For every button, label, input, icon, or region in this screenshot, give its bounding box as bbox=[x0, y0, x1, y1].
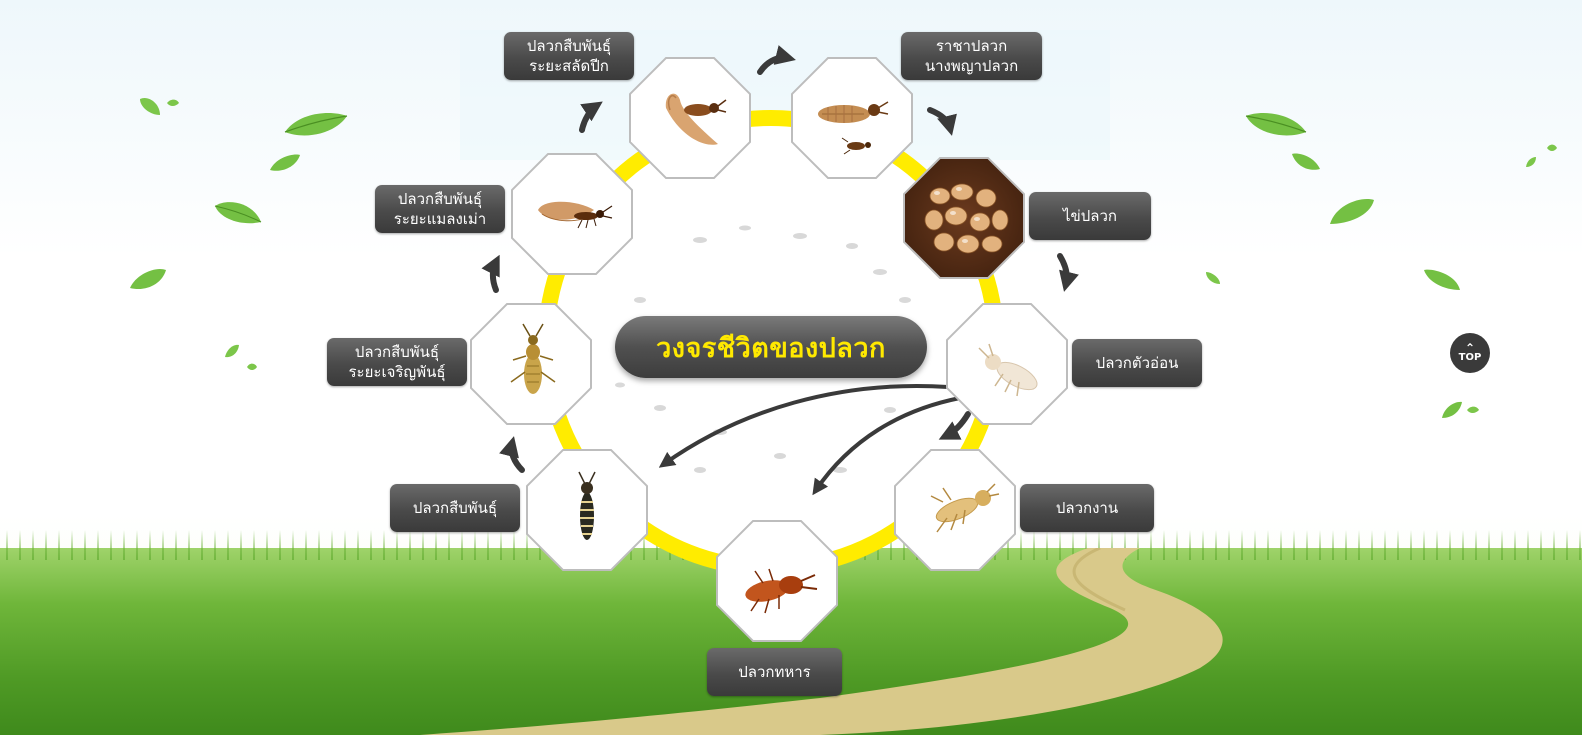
leaf-icon bbox=[270, 154, 300, 171]
stage-node-king-queen bbox=[791, 57, 913, 179]
leaf-icon bbox=[1206, 272, 1220, 284]
termite-queen-icon bbox=[818, 101, 889, 155]
label-line: ปลวกงาน bbox=[1055, 499, 1119, 517]
leaf-icon bbox=[1292, 153, 1320, 170]
arrow-icon bbox=[658, 384, 950, 468]
leaf-icon bbox=[1526, 157, 1536, 167]
leaf-icon bbox=[284, 113, 348, 136]
termite-dealate-icon bbox=[665, 93, 727, 145]
arrow-icon bbox=[1057, 253, 1079, 292]
stage-node-nymph bbox=[946, 303, 1068, 425]
stage-node-eggs bbox=[903, 157, 1025, 279]
termite-reproductive-icon bbox=[578, 471, 596, 540]
arrow-icon bbox=[812, 396, 962, 496]
stage-node-alate-dealate bbox=[629, 57, 751, 179]
top-button-label: TOP bbox=[1458, 351, 1482, 363]
termite-mature-icon bbox=[510, 323, 556, 394]
leaf-icon bbox=[214, 202, 262, 224]
stage-node-mature-reproductive bbox=[470, 303, 592, 425]
stage-label-soldier: ปลวกทหาร bbox=[707, 648, 842, 696]
label-line: ปลวกสืบพันธุ์ bbox=[397, 190, 483, 208]
stage-label-mature-reproductive: ปลวกสืบพันธุ์ ระยะเจริญพันธุ์ bbox=[327, 338, 467, 386]
leaf-icon bbox=[1547, 144, 1557, 151]
leaf-icon bbox=[140, 97, 160, 115]
back-to-top-button[interactable]: ⌃ TOP bbox=[1450, 333, 1490, 373]
termite-nymph-icon bbox=[978, 343, 1038, 397]
diagram-title: วงจรชีวิตของปลวก bbox=[615, 316, 927, 378]
label-line: ปลวกสืบพันธุ์ bbox=[412, 499, 498, 517]
stage-node-winged-alate bbox=[511, 153, 633, 275]
label-line: ปลวกสืบพันธุ์ bbox=[354, 343, 440, 361]
stage-label-reproductive: ปลวกสืบพันธุ์ bbox=[390, 484, 520, 532]
stage-label-nymph: ปลวกตัวอ่อน bbox=[1072, 339, 1202, 387]
termite-soldier-icon bbox=[745, 568, 818, 614]
arrow-icon bbox=[579, 101, 603, 133]
arrow-icon bbox=[938, 411, 971, 440]
stage-label-king-queen: ราชาปลวก นางพญาปลวก bbox=[901, 32, 1042, 80]
stage-label-eggs: ไข่ปลวก bbox=[1029, 192, 1151, 240]
leaf-icon bbox=[225, 344, 239, 358]
termite-worker-icon bbox=[930, 483, 1000, 533]
leaf-icon bbox=[1442, 401, 1462, 418]
termite-eggs-icon bbox=[924, 183, 1009, 254]
leaf-icon bbox=[1245, 113, 1307, 136]
chevron-up-icon: ⌃ bbox=[1464, 340, 1476, 355]
dirt-path bbox=[420, 548, 1223, 735]
label-line: ระยะแมลงเม่า bbox=[393, 210, 487, 228]
label-line: ระยะเจริญพันธุ์ bbox=[348, 363, 446, 381]
leaf-icon bbox=[247, 363, 257, 370]
stage-label-winged-alate: ปลวกสืบพันธุ์ ระยะแมลงเม่า bbox=[375, 185, 505, 233]
label-line: นางพญาปลวก bbox=[924, 57, 1019, 75]
leaf-icon bbox=[1424, 269, 1460, 290]
label-line: ปลวกสืบพันธุ์ bbox=[526, 37, 612, 55]
leaf-icon bbox=[167, 99, 179, 106]
stage-node-soldier bbox=[716, 520, 838, 642]
leaf-icon bbox=[1467, 406, 1479, 413]
stage-node-reproductive bbox=[526, 449, 648, 571]
label-line: ราชาปลวก bbox=[935, 37, 1008, 55]
stage-label-alate-dealate: ปลวกสืบพันธุ์ ระยะสลัดปีก bbox=[504, 32, 634, 80]
arrow-icon bbox=[757, 45, 796, 75]
label-line: ไข่ปลวก bbox=[1062, 207, 1118, 225]
arrow-icon bbox=[499, 436, 525, 473]
label-line: ปลวกตัวอ่อน bbox=[1095, 354, 1179, 372]
termite-winged-icon bbox=[538, 201, 613, 229]
arrow-icon bbox=[481, 254, 500, 293]
stage-node-worker bbox=[894, 449, 1016, 571]
stage-label-worker: ปลวกงาน bbox=[1020, 484, 1154, 532]
arrow-icon bbox=[927, 107, 957, 136]
label-line: ระยะสลัดปีก bbox=[529, 57, 609, 75]
leaf-icon bbox=[130, 268, 166, 290]
leaf-icon bbox=[1330, 199, 1374, 224]
label-line: ปลวกทหาร bbox=[738, 663, 811, 681]
